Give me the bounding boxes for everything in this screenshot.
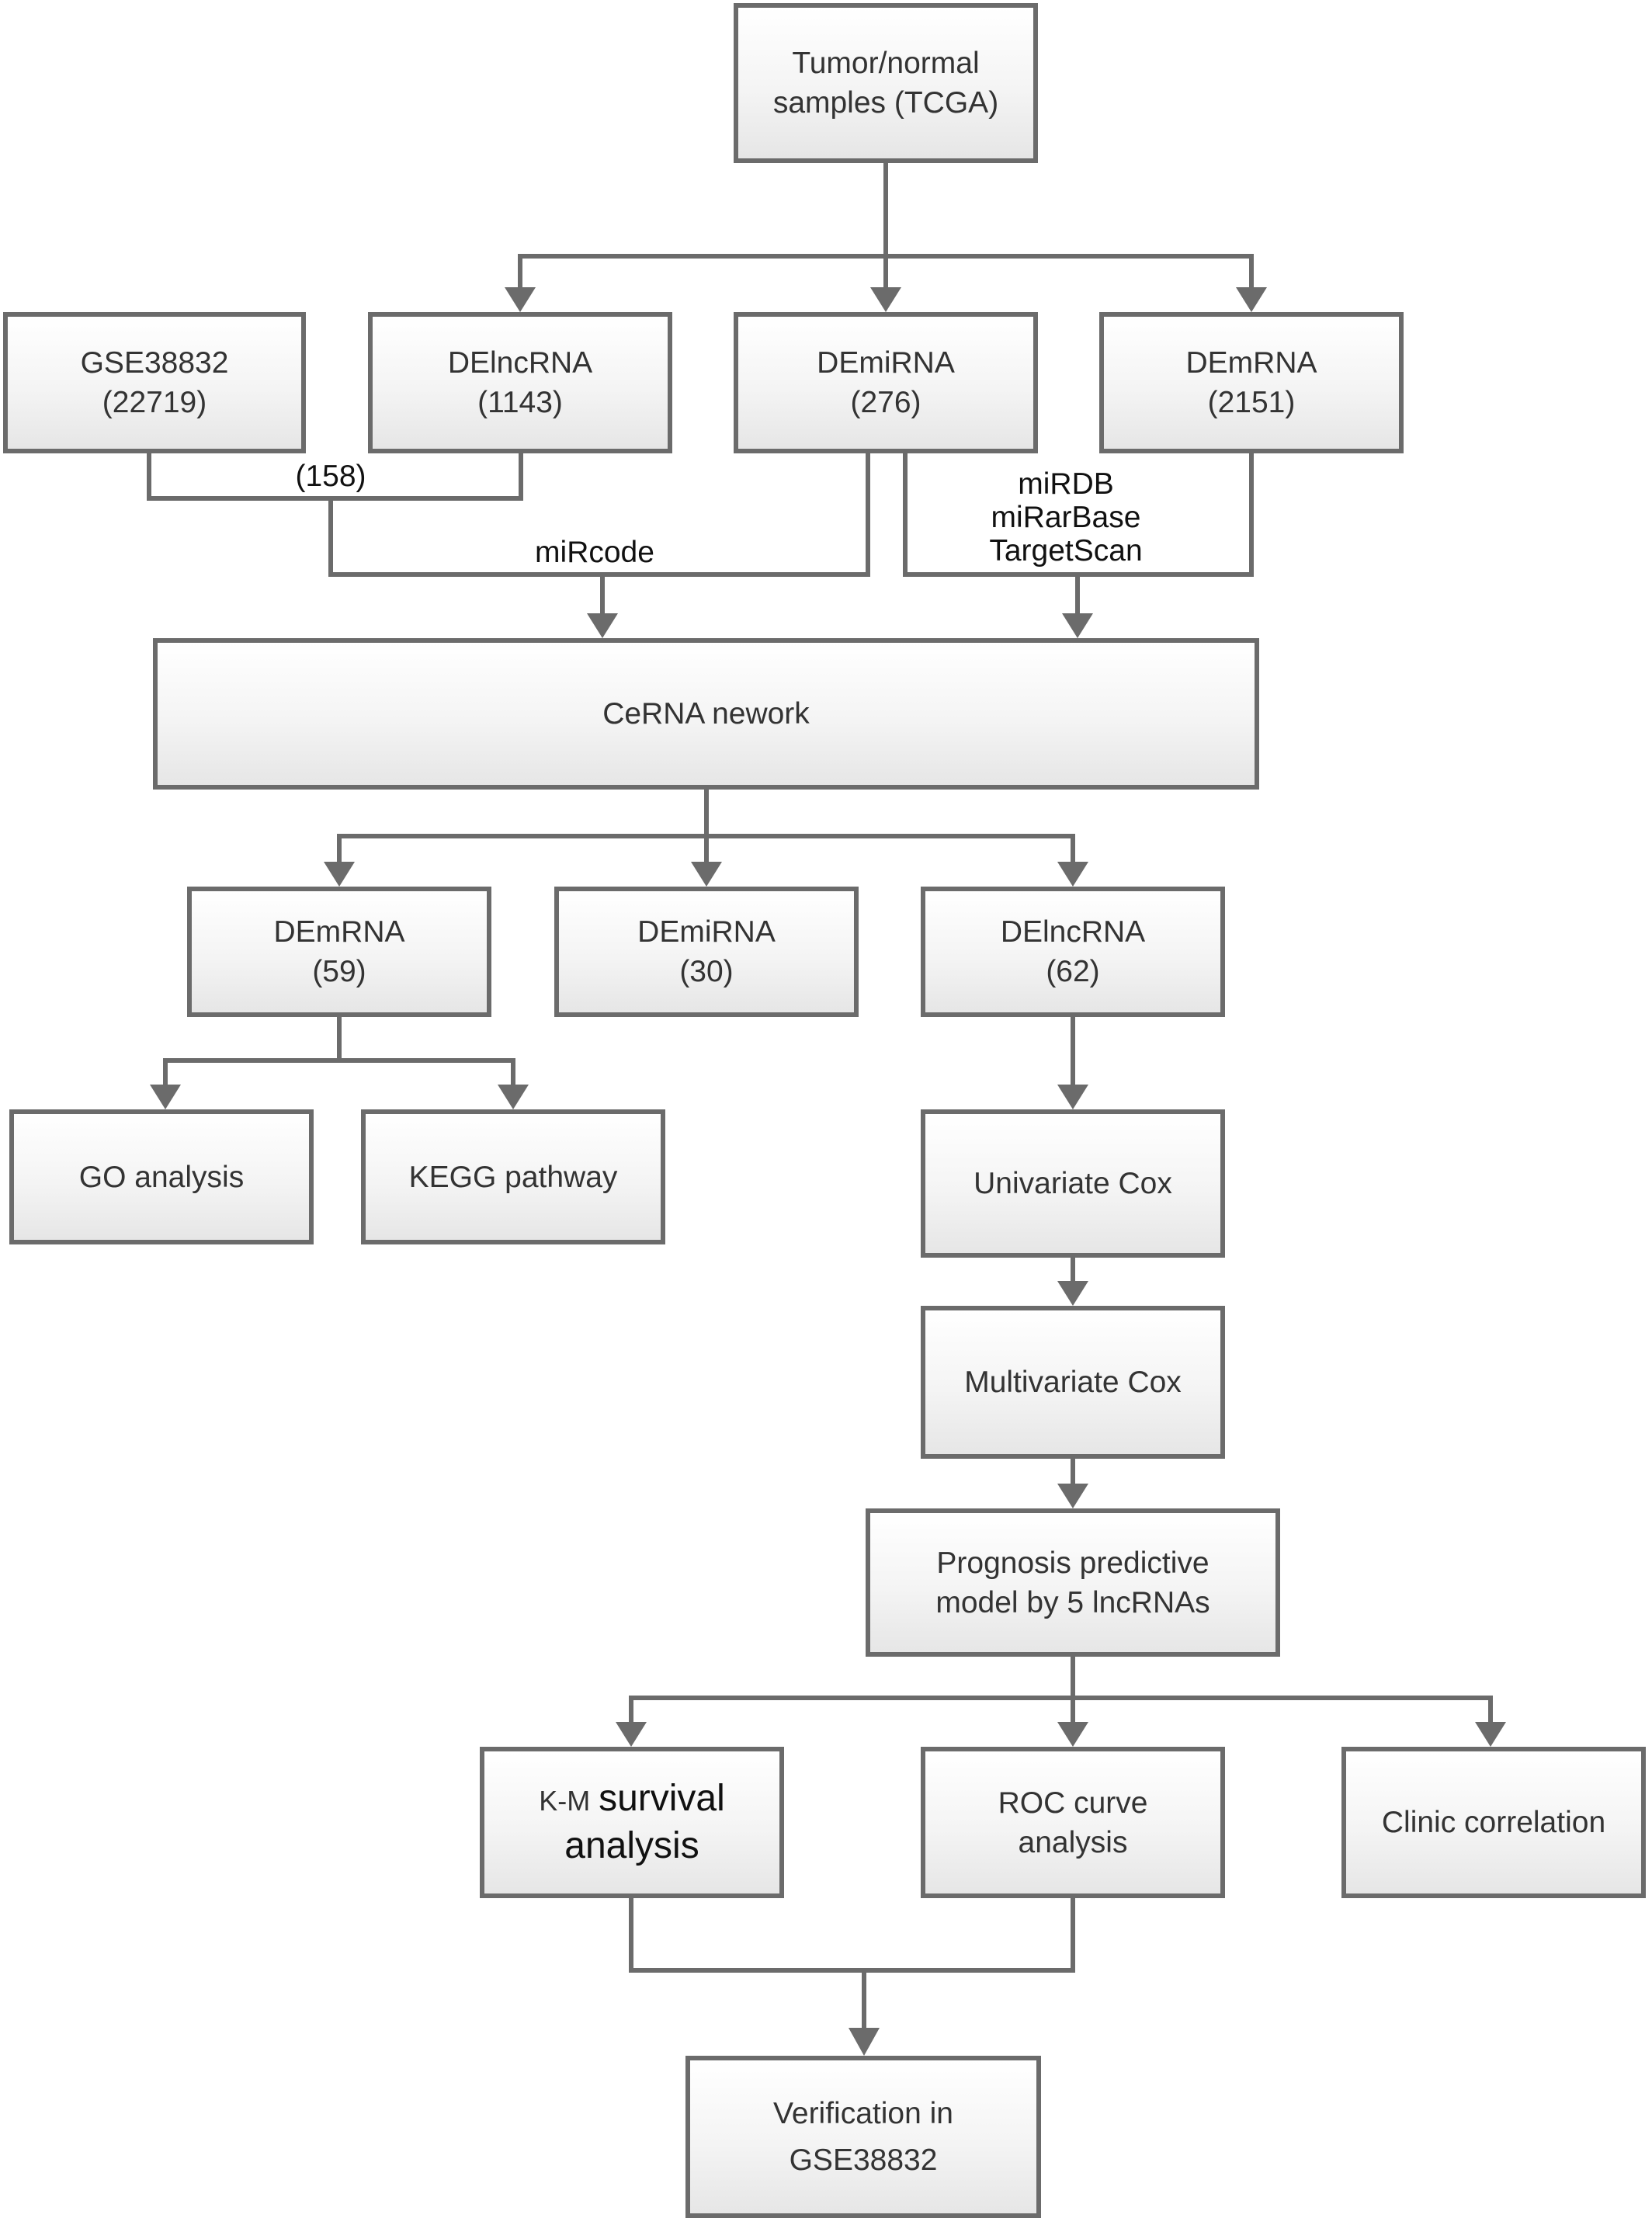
node-delncrna-top-line1: DElncRNA (447, 346, 593, 380)
node-demirna-mid-line2: (30) (679, 955, 734, 988)
arrowhead-to-model (1057, 1484, 1088, 1508)
node-delncrna-top-line2: (1143) (477, 386, 563, 419)
node-prognosis-model: Prognosis predictive model by 5 lncRNAs (866, 1508, 1280, 1657)
node-verification: Verification in GSE38832 (685, 2056, 1041, 2218)
arrowhead-to-km (616, 1722, 647, 1747)
node-demrna-top: DEmRNA (2151) (1099, 312, 1404, 453)
node-tcga-line1: Tumor/normal (792, 47, 980, 80)
node-clinic-correlation: Clinic correlation (1341, 1747, 1646, 1898)
node-prognosis-model-line2: model by 5 lncRNAs (935, 1585, 1210, 1619)
node-multivariate-cox-label: Multivariate Cox (964, 1366, 1182, 1399)
node-demirna-mid-line1: DEmiRNA (637, 915, 776, 949)
node-multivariate-cox: Multivariate Cox (921, 1306, 1225, 1459)
connector-model-split (629, 1696, 1493, 1722)
node-km-prefix: K-M (539, 1785, 591, 1817)
node-demrna-mid-line1: DEmRNA (273, 915, 405, 949)
connector-gse-lnc-overlap (147, 453, 523, 501)
label-targetscan: TargetScan (989, 534, 1143, 568)
label-overlap-count: (158) (295, 460, 366, 493)
connector-demrna-split (163, 1058, 515, 1085)
node-km-survival-line2: analysis (564, 1825, 699, 1866)
node-demirna-top-line1: DEmiRNA (817, 346, 955, 380)
node-demirna-top-line2: (276) (850, 386, 921, 419)
node-km-survival-line1: K-M survival (539, 1776, 725, 1824)
node-go-analysis-label: GO analysis (78, 1160, 245, 1194)
connector-km-roc-merge (629, 1898, 1075, 1973)
node-delncrna-top: DElncRNA (1143) (368, 312, 672, 453)
node-km-survival: K-M survival analysis (480, 1747, 784, 1898)
arrowhead-to-delncrna-mid (1057, 862, 1088, 887)
node-delncrna-mid-line1: DElncRNA (1000, 915, 1146, 949)
node-go-analysis: GO analysis (9, 1109, 314, 1244)
node-clinic-correlation-label: Clinic correlation (1381, 1806, 1606, 1839)
node-tcga-line2: samples (TCGA) (772, 86, 999, 120)
arrowhead-to-clinic (1475, 1722, 1506, 1747)
arrowhead-to-kegg (498, 1085, 529, 1109)
node-demirna-top: DEmiRNA (276) (734, 312, 1038, 453)
node-tcga: Tumor/normal samples (TCGA) (734, 3, 1038, 163)
arrowhead-to-demrna-top (1236, 287, 1267, 312)
node-univariate-cox-label: Univariate Cox (974, 1167, 1172, 1200)
node-cerna-network-label: CeRNA nework (602, 697, 810, 731)
node-verification-line2: GSE38832 (789, 2143, 938, 2177)
arrowhead-to-roc (1057, 1722, 1088, 1747)
node-kegg-pathway-label: KEGG pathway (408, 1160, 618, 1194)
node-gse-line1: GSE38832 (80, 346, 229, 380)
node-univariate-cox: Univariate Cox (921, 1109, 1225, 1258)
node-demrna-top-line1: DEmRNA (1185, 346, 1317, 380)
node-demrna-top-line2: (2151) (1207, 386, 1296, 419)
node-demrna-mid-line2: (59) (312, 955, 366, 988)
arrowhead-to-demirna-top (870, 287, 901, 312)
connector-tcga-split (518, 254, 1254, 287)
node-demrna-mid: DEmRNA (59) (187, 887, 491, 1017)
node-kegg-pathway: KEGG pathway (361, 1109, 665, 1244)
arrowhead-mircode-to-cerna (587, 613, 618, 638)
arrowhead-targets-to-cerna (1062, 613, 1093, 638)
arrowhead-to-verify (849, 2028, 880, 2056)
arrowhead-to-delncrna-top (505, 287, 536, 312)
node-demirna-mid: DEmiRNA (30) (554, 887, 859, 1017)
node-roc-curve-line1: ROC curve (998, 1786, 1148, 1820)
arrowhead-to-unicox (1057, 1085, 1088, 1109)
node-roc-curve-line2: analysis (1018, 1825, 1128, 1859)
node-cerna-network: CeRNA nework (153, 638, 1259, 790)
label-mircode: miRcode (535, 536, 654, 569)
node-delncrna-mid: DElncRNA (62) (921, 887, 1225, 1017)
node-gse-line2: (22719) (102, 386, 207, 419)
arrowhead-to-go (150, 1085, 181, 1109)
arrowhead-to-demirna-mid (691, 862, 722, 887)
arrowhead-to-multicox (1057, 1281, 1088, 1306)
label-mirdb: miRDB (1018, 467, 1114, 501)
label-mirarbase: miRarBase (991, 501, 1141, 534)
node-prognosis-model-line1: Prognosis predictive (936, 1546, 1210, 1580)
node-gse: GSE38832 (22719) (3, 312, 306, 453)
node-roc-curve: ROC curve analysis (921, 1747, 1225, 1898)
connector-overlap-to-cerna (328, 453, 870, 577)
node-km-survival-word: survival (599, 1778, 725, 1819)
arrowhead-to-demrna-mid (324, 862, 355, 887)
node-verification-line1: Verification in (773, 2096, 953, 2130)
node-delncrna-mid-line2: (62) (1046, 955, 1100, 988)
